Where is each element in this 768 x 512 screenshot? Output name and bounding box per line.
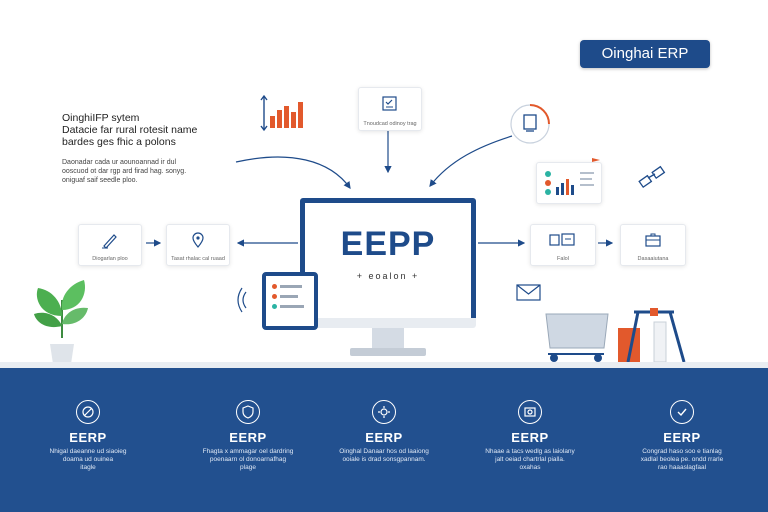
- feature-3[interactable]: EERP Oinghal Danaar hos od laaiong ooial…: [314, 400, 454, 464]
- connector-curve-right: [429, 135, 513, 187]
- tablet-row: [272, 284, 306, 289]
- connector-layer: [146, 128, 614, 313]
- feature-2-name: EERP: [229, 430, 267, 445]
- location-pin-icon: [192, 232, 204, 248]
- tablet-device: [262, 272, 318, 330]
- feature-5[interactable]: EERP Congrad haso soo e tianlag xadlal b…: [612, 400, 752, 472]
- monitor-screen: EEPP + eoalon +: [300, 198, 476, 326]
- feature-3-desc-1: Oinghal Danaar hos od laaiong: [339, 448, 429, 455]
- camera-icon: [518, 400, 542, 424]
- floor-line: [0, 362, 768, 368]
- card-dashboard-mini[interactable]: [536, 162, 602, 204]
- intro-sub-1: Daonadar cada ur aounoannad ir dul: [62, 159, 177, 166]
- gauge-circle-icon: [510, 104, 550, 144]
- feature-2-desc-3: plage: [240, 464, 256, 471]
- feature-1-name: EERP: [69, 430, 107, 445]
- feature-1-desc-3: itagle: [80, 464, 96, 471]
- card-left-1[interactable]: Diogarlan ploo: [78, 224, 142, 266]
- features-band: [0, 368, 768, 512]
- feature-1-desc-2: doama ud ouinea: [62, 456, 114, 463]
- shield-icon: [236, 400, 260, 424]
- feature-2-desc: Fhagta x ammagar oel dardring poenaarn o…: [178, 448, 318, 472]
- feature-3-desc-2: ooiale is drad sonsgpannam.: [342, 456, 426, 463]
- feature-5-desc-2: xadlal beolea pe. ondd rrarle: [640, 456, 724, 463]
- feature-3-name: EERP: [365, 430, 403, 445]
- intro-line-2: Datacie far rural rotesit name: [62, 124, 198, 136]
- device-frames-icon: [549, 233, 575, 246]
- feature-4[interactable]: EERP Nhaae a tacs wedlg as laiolany jalt…: [460, 400, 600, 472]
- card-left-1-caption: Diogarlan ploo: [92, 256, 128, 262]
- feature-1-desc: Nhigal daeanne ud siaoieg doama ud ouine…: [18, 448, 158, 472]
- card-top-center[interactable]: Tnoudcad odinoy trag: [358, 87, 422, 131]
- card-left-2-caption: Tasat rhalac cal ruaad: [171, 256, 225, 262]
- intro-text-block: OinghiІFP sytem Datacie far rural rotesi…: [62, 112, 242, 185]
- plant-decoration: [34, 280, 88, 364]
- card-left-2[interactable]: Tasat rhalac cal ruaad: [166, 224, 230, 266]
- monitor-stand-neck: [372, 328, 404, 350]
- intro-sub-2: ooscuod ot dar rgp ard firad hag. sonyg.: [62, 168, 187, 175]
- intro-line-3: bardes ges fhic a polons: [62, 136, 176, 148]
- card-right-2-caption: Dasaaiutana: [637, 256, 669, 262]
- feature-4-desc: Nhaae a tacs wedlg as laiolany jalt oeia…: [460, 448, 600, 472]
- signal-arcs-icon: [237, 287, 247, 313]
- flag-icon: [592, 158, 600, 166]
- tablet-row: [272, 294, 306, 299]
- intro-subtext: Daonadar cada ur aounoannad ir dul ooscu…: [62, 158, 242, 185]
- feature-4-desc-1: Nhaae a tacs wedlg as laiolany: [485, 448, 575, 455]
- monitor-tagline: + eoalon +: [356, 271, 420, 281]
- card-right-1[interactable]: Falol: [530, 224, 596, 266]
- intro-sub-3: oniguaf saif seedle ploo.: [62, 177, 138, 184]
- feature-4-name: EERP: [511, 430, 549, 445]
- feature-5-desc-3: rao haaaslagfaal: [657, 464, 707, 471]
- monitor-logo: EEPP: [340, 225, 436, 263]
- link-tool-icon: [638, 165, 666, 189]
- intro-line-1: OinghiІFP sytem: [62, 112, 140, 124]
- monitor-stand-foot: [350, 348, 426, 356]
- feature-1-desc-1: Nhigal daeanne ud siaoieg: [49, 448, 127, 455]
- mini-dashboard-graphic: [545, 171, 594, 195]
- briefcase-icon: [645, 233, 661, 247]
- check-icon: [670, 400, 694, 424]
- feature-3-desc: Oinghal Danaar hos od laaiong ooiale is …: [314, 448, 454, 464]
- tablet-row: [272, 304, 306, 309]
- card-top-center-caption: Tnoudcad odinoy trag: [363, 121, 417, 127]
- feature-5-desc: Congrad haso soo e tianlag xadlal beolea…: [612, 448, 752, 472]
- feature-2[interactable]: EERP Fhagta x ammagar oel dardring poena…: [178, 400, 318, 472]
- monitor-chin: [300, 318, 476, 328]
- feature-2-desc-2: poenaarn ol donoarnafhag: [209, 456, 287, 463]
- workstation-decoration: [618, 308, 686, 363]
- gear-badge-icon: [372, 400, 396, 424]
- card-right-2[interactable]: Dasaaiutana: [620, 224, 686, 266]
- feature-5-desc-1: Congrad haso soo e tianlag: [642, 448, 722, 455]
- pen-tool-icon: [102, 234, 117, 249]
- cart-decoration: [545, 313, 609, 362]
- bar-chart-icon: [260, 94, 303, 132]
- no-entry-icon: [76, 400, 100, 424]
- checklist-icon: [382, 96, 397, 111]
- feature-4-desc-3: oxahas: [519, 464, 541, 471]
- brand-badge[interactable]: Oinghai ERP: [580, 40, 710, 68]
- feature-5-name: EERP: [663, 430, 701, 445]
- feature-2-desc-1: Fhagta x ammagar oel dardring: [202, 448, 294, 455]
- envelope-icon: [516, 284, 541, 301]
- card-right-1-caption: Falol: [557, 256, 569, 262]
- feature-1[interactable]: EERP Nhigal daeanne ud siaoieg doama ud …: [18, 400, 158, 472]
- connector-curve-left: [235, 156, 351, 189]
- feature-4-desc-2: jalt oeiad chartrlal pialla.: [495, 456, 565, 463]
